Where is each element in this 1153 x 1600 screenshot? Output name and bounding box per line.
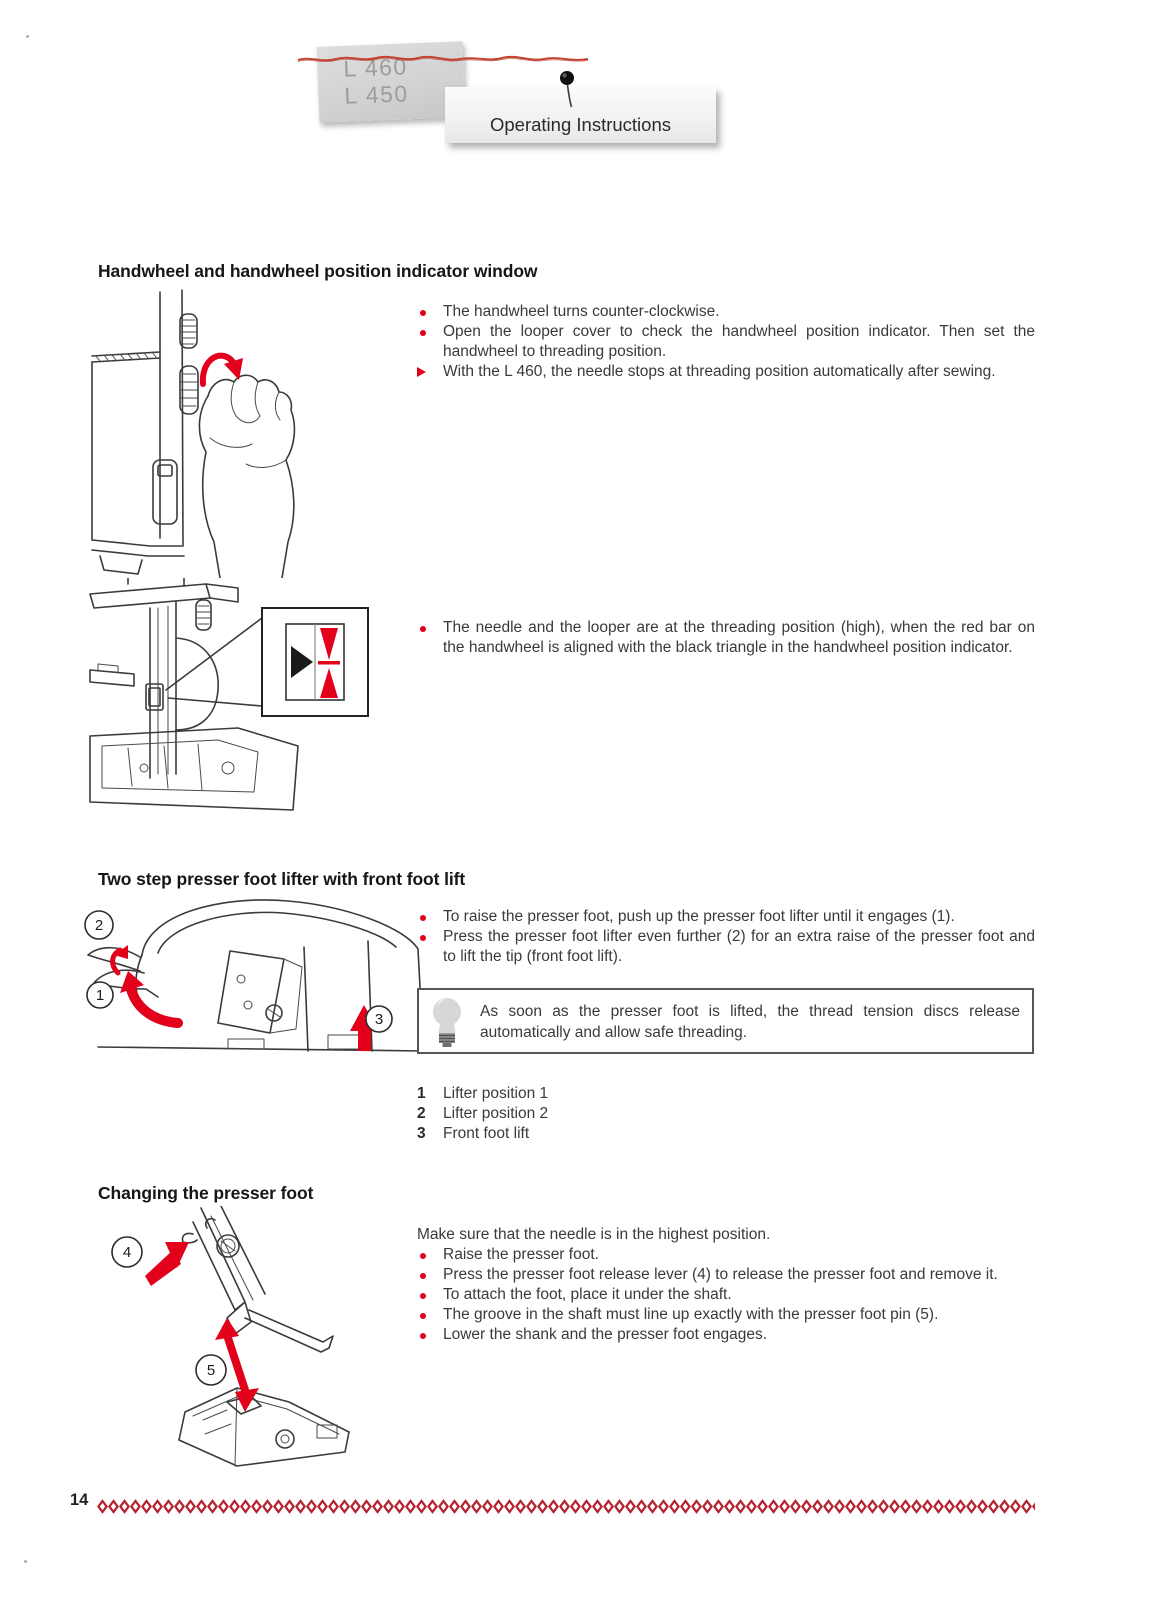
legend-row: 1 Lifter position 1 <box>417 1085 549 1102</box>
list-item: Raise the presser foot. <box>417 1245 1035 1265</box>
cross-stitch-border <box>97 1499 1035 1514</box>
list-item: To raise the presser foot, push up the p… <box>417 907 1035 927</box>
print-speck-top <box>26 35 29 38</box>
section-title-presser-lifter: Two step presser foot lifter with front … <box>98 869 466 889</box>
list-item: Lower the shank and the presser foot eng… <box>417 1325 1035 1345</box>
callout-1: 1 <box>86 981 114 1009</box>
presser-foot-lifter-illustration: 2 1 3 <box>84 899 424 1052</box>
handwheel-bullet-list: The handwheel turns counter-clockwise. O… <box>417 302 1035 383</box>
intro-text: Make sure that the needle is in the high… <box>417 1226 771 1243</box>
bullet-dot-icon <box>420 1333 426 1339</box>
position-indicator-illustration <box>89 578 369 811</box>
svg-text:5: 5 <box>207 1362 215 1379</box>
handwheel-turning-illustration <box>91 289 296 578</box>
legend-row: 2 Lifter position 2 <box>417 1105 549 1122</box>
lightbulb-icon <box>433 998 461 1047</box>
bullet-dot-icon <box>420 310 426 316</box>
tip-box: As soon as the presser foot is lifted, t… <box>417 988 1034 1054</box>
section-title-handwheel: Handwheel and handwheel position indicat… <box>98 261 538 281</box>
release-lever-arrow-icon <box>145 1242 189 1286</box>
lifter-bullet-list: To raise the presser foot, push up the p… <box>417 907 1035 967</box>
svg-text:1: 1 <box>96 987 104 1004</box>
svg-text:3: 3 <box>375 1011 383 1028</box>
bullet-dot-icon <box>420 935 426 941</box>
lift-arrow-big-icon <box>120 971 183 1028</box>
result-arrow-icon <box>417 367 426 377</box>
page-number: 14 <box>70 1491 89 1509</box>
legend-row: 3 Front foot lift <box>417 1125 530 1142</box>
lifter-legend: 1 Lifter position 1 2 Lifter position 2 … <box>417 1084 548 1144</box>
list-item: The groove in the shaft must line up exa… <box>417 1305 1035 1325</box>
bullet-dot-icon <box>420 1253 426 1259</box>
pin-icon <box>560 71 574 108</box>
rotation-arrow-icon <box>199 352 243 387</box>
list-item: Press the presser foot release lever (4)… <box>417 1265 1035 1285</box>
bullet-dot-icon <box>420 330 426 336</box>
red-indicator-top <box>320 628 338 660</box>
tip-text: As soon as the presser foot is lifted, t… <box>480 1003 1020 1041</box>
section-title-changing-foot: Changing the presser foot <box>98 1183 314 1203</box>
bullet-dot-icon <box>420 915 426 921</box>
attach-double-arrow-icon <box>215 1318 259 1412</box>
bullet-dot-icon <box>420 1313 426 1319</box>
changing-presser-foot-illustration: 4 5 <box>111 1206 350 1467</box>
red-indicator-bottom <box>320 668 338 698</box>
print-speck-bottom <box>24 1560 27 1563</box>
tab-label: Operating Instructions <box>490 114 671 135</box>
lift-arrow-small-icon <box>110 945 128 976</box>
stitched-thread-icon <box>297 55 589 63</box>
list-item: The handwheel turns counter-clockwise. <box>417 302 1035 322</box>
changing-foot-text: Make sure that the needle is in the high… <box>417 1225 1035 1345</box>
list-item: Open the looper cover to check the handw… <box>417 322 1035 362</box>
svg-text:2: 2 <box>95 917 103 934</box>
callout-2: 2 <box>84 910 114 940</box>
list-item: Press the presser foot lifter even furth… <box>417 927 1035 967</box>
operating-instructions-tab: Operating Instructions <box>445 87 716 143</box>
bullet-dot-icon <box>420 626 426 632</box>
svg-text:4: 4 <box>123 1244 131 1261</box>
callout-5: 5 <box>195 1354 227 1386</box>
list-item: With the L 460, the needle stops at thre… <box>417 362 1035 383</box>
black-triangle-marker <box>291 646 313 678</box>
red-indicator-bar <box>318 661 340 665</box>
bullet-dot-icon <box>420 1293 426 1299</box>
list-item: The needle and the looper are at the thr… <box>417 618 1035 658</box>
list-item: To attach the foot, place it under the s… <box>417 1285 1035 1305</box>
indicator-note-list: The needle and the looper are at the thr… <box>417 618 1035 658</box>
indicator-callout-box <box>261 607 369 717</box>
callout-3: 3 <box>365 1005 393 1033</box>
bullet-dot-icon <box>420 1273 426 1279</box>
callout-4: 4 <box>111 1236 143 1268</box>
